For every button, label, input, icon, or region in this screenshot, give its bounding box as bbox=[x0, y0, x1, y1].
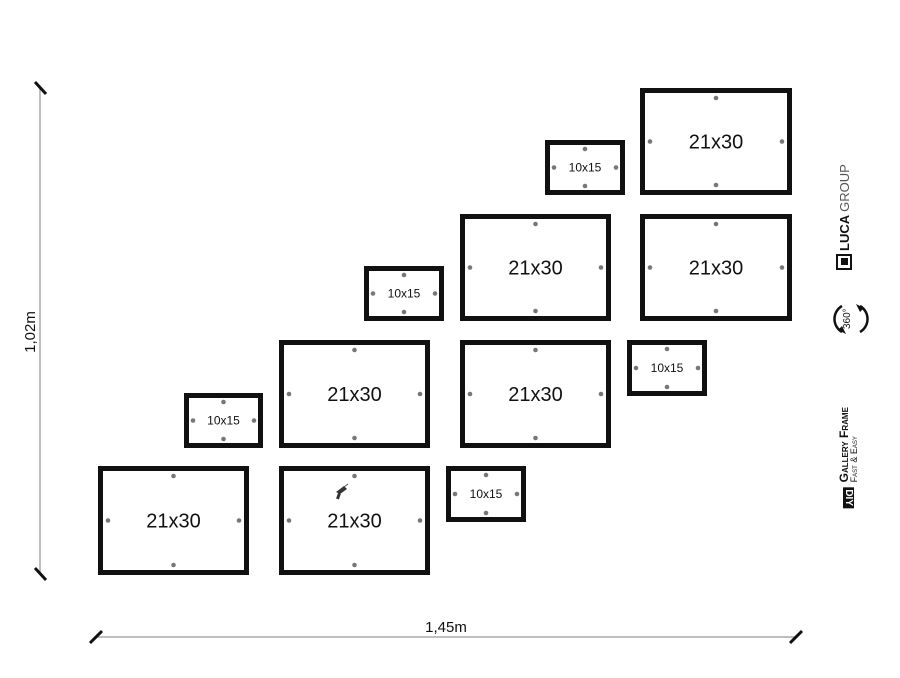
hanging-point bbox=[533, 435, 538, 441]
hanging-point bbox=[713, 308, 719, 314]
hanging-point bbox=[598, 265, 604, 270]
hanging-point bbox=[221, 436, 226, 442]
hanging-point bbox=[664, 384, 670, 390]
hanging-point bbox=[432, 291, 438, 296]
frame-size-label: 21x30 bbox=[146, 511, 201, 533]
luca-group-logo: LUCA GROUP bbox=[836, 150, 852, 270]
frame-21x30: 21x30 bbox=[460, 214, 611, 321]
frame-size-label: 21x30 bbox=[689, 132, 744, 154]
diy-badge: DIY bbox=[843, 487, 854, 508]
hanging-point bbox=[417, 518, 423, 523]
height-label: 1,02m bbox=[22, 311, 39, 353]
frame-border bbox=[98, 466, 249, 575]
frame-21x30: 21x30 bbox=[279, 466, 430, 575]
hanging-point bbox=[483, 472, 489, 478]
hanging-point bbox=[779, 139, 785, 144]
hanging-point bbox=[582, 146, 588, 152]
hanging-point bbox=[533, 221, 538, 227]
hanging-point bbox=[467, 391, 473, 397]
hanging-point bbox=[483, 510, 489, 516]
width-dimension: 1,45m bbox=[88, 619, 804, 645]
hanging-point bbox=[713, 221, 719, 227]
hanging-point bbox=[352, 435, 357, 441]
hanging-point bbox=[401, 309, 407, 315]
frame-10x15: 10x15 bbox=[627, 340, 707, 396]
hanging-point bbox=[533, 347, 538, 353]
frame-size-label: 21x30 bbox=[327, 384, 382, 406]
frame-10x15: 10x15 bbox=[184, 393, 263, 448]
hanging-point bbox=[713, 95, 719, 101]
hanging-point bbox=[713, 182, 719, 188]
frame-10x15: 10x15 bbox=[446, 466, 526, 522]
hanging-point bbox=[352, 473, 357, 479]
hanging-point bbox=[582, 183, 588, 189]
frame-size-label: 10x15 bbox=[388, 287, 421, 301]
frame-border bbox=[460, 214, 611, 321]
frame-21x30: 21x30 bbox=[98, 466, 249, 575]
group-wordmark: GROUP bbox=[836, 164, 852, 212]
frame-size-label: 21x30 bbox=[327, 511, 382, 533]
hanging-point bbox=[452, 491, 458, 497]
frame-size-label: 21x30 bbox=[689, 258, 744, 280]
frame-border bbox=[460, 340, 611, 448]
frame-size-label: 21x30 bbox=[508, 258, 563, 280]
hanging-point bbox=[551, 165, 557, 170]
frame-21x30: 21x30 bbox=[460, 340, 611, 448]
hanging-point bbox=[598, 391, 604, 397]
frame-21x30: 21x30 bbox=[279, 340, 430, 448]
hanging-point bbox=[514, 491, 520, 497]
frame-border bbox=[640, 214, 792, 321]
hanging-point bbox=[695, 365, 701, 371]
frame-border bbox=[640, 88, 792, 195]
hanging-point bbox=[251, 418, 257, 423]
hanging-point bbox=[647, 139, 653, 144]
hanging-point bbox=[467, 265, 473, 270]
drill-icon bbox=[336, 483, 349, 500]
hanging-point bbox=[286, 391, 292, 397]
frame-size-label: 10x15 bbox=[651, 361, 684, 375]
gallery-frame-subtitle: Fast & Easy bbox=[849, 436, 859, 483]
frame-size-label: 10x15 bbox=[207, 414, 240, 428]
hanging-point bbox=[105, 518, 111, 523]
frame-size-label: 10x15 bbox=[569, 161, 602, 175]
hanging-point bbox=[352, 562, 357, 568]
luca-wordmark: LUCA bbox=[836, 214, 852, 251]
hanging-point bbox=[401, 272, 407, 278]
hanging-point bbox=[286, 518, 292, 523]
width-label: 1,45m bbox=[425, 619, 467, 636]
hanging-point bbox=[417, 391, 423, 397]
frames-group: 21x30 21x30 10x15 10x15 21x30 21x30 10x15 10x15… bbox=[98, 88, 792, 575]
hanging-point bbox=[533, 308, 538, 314]
hanging-point bbox=[171, 562, 176, 568]
frame-border bbox=[279, 340, 430, 448]
rotate-360-icon: 360° bbox=[832, 300, 870, 338]
hanging-point bbox=[190, 418, 196, 423]
hanging-point bbox=[221, 399, 226, 405]
hanging-point bbox=[370, 291, 376, 296]
hanging-point bbox=[613, 165, 619, 170]
hanging-point bbox=[779, 265, 785, 270]
hanging-point bbox=[664, 346, 670, 352]
hanging-point bbox=[633, 365, 639, 371]
frame-10x15: 10x15 bbox=[364, 266, 444, 321]
hanging-point bbox=[236, 518, 242, 523]
hanging-point bbox=[352, 347, 357, 353]
frame-size-label: 10x15 bbox=[470, 487, 503, 501]
frame-border bbox=[279, 466, 430, 575]
frame-10x15: 10x15 bbox=[545, 140, 625, 195]
luca-logo-icon bbox=[836, 254, 852, 270]
hanging-point bbox=[647, 265, 653, 270]
diy-gallery-frame-logo: DIY Gallery Frame Fast & Easy bbox=[837, 368, 859, 508]
frame-21x30: 21x30 bbox=[640, 88, 792, 195]
frame-size-label: 21x30 bbox=[508, 384, 563, 406]
height-dimension: 1,02m bbox=[22, 80, 48, 582]
frame-21x30: 21x30 bbox=[640, 214, 792, 321]
hanging-point bbox=[171, 473, 176, 479]
rotate-360-label: 360° bbox=[842, 308, 853, 329]
